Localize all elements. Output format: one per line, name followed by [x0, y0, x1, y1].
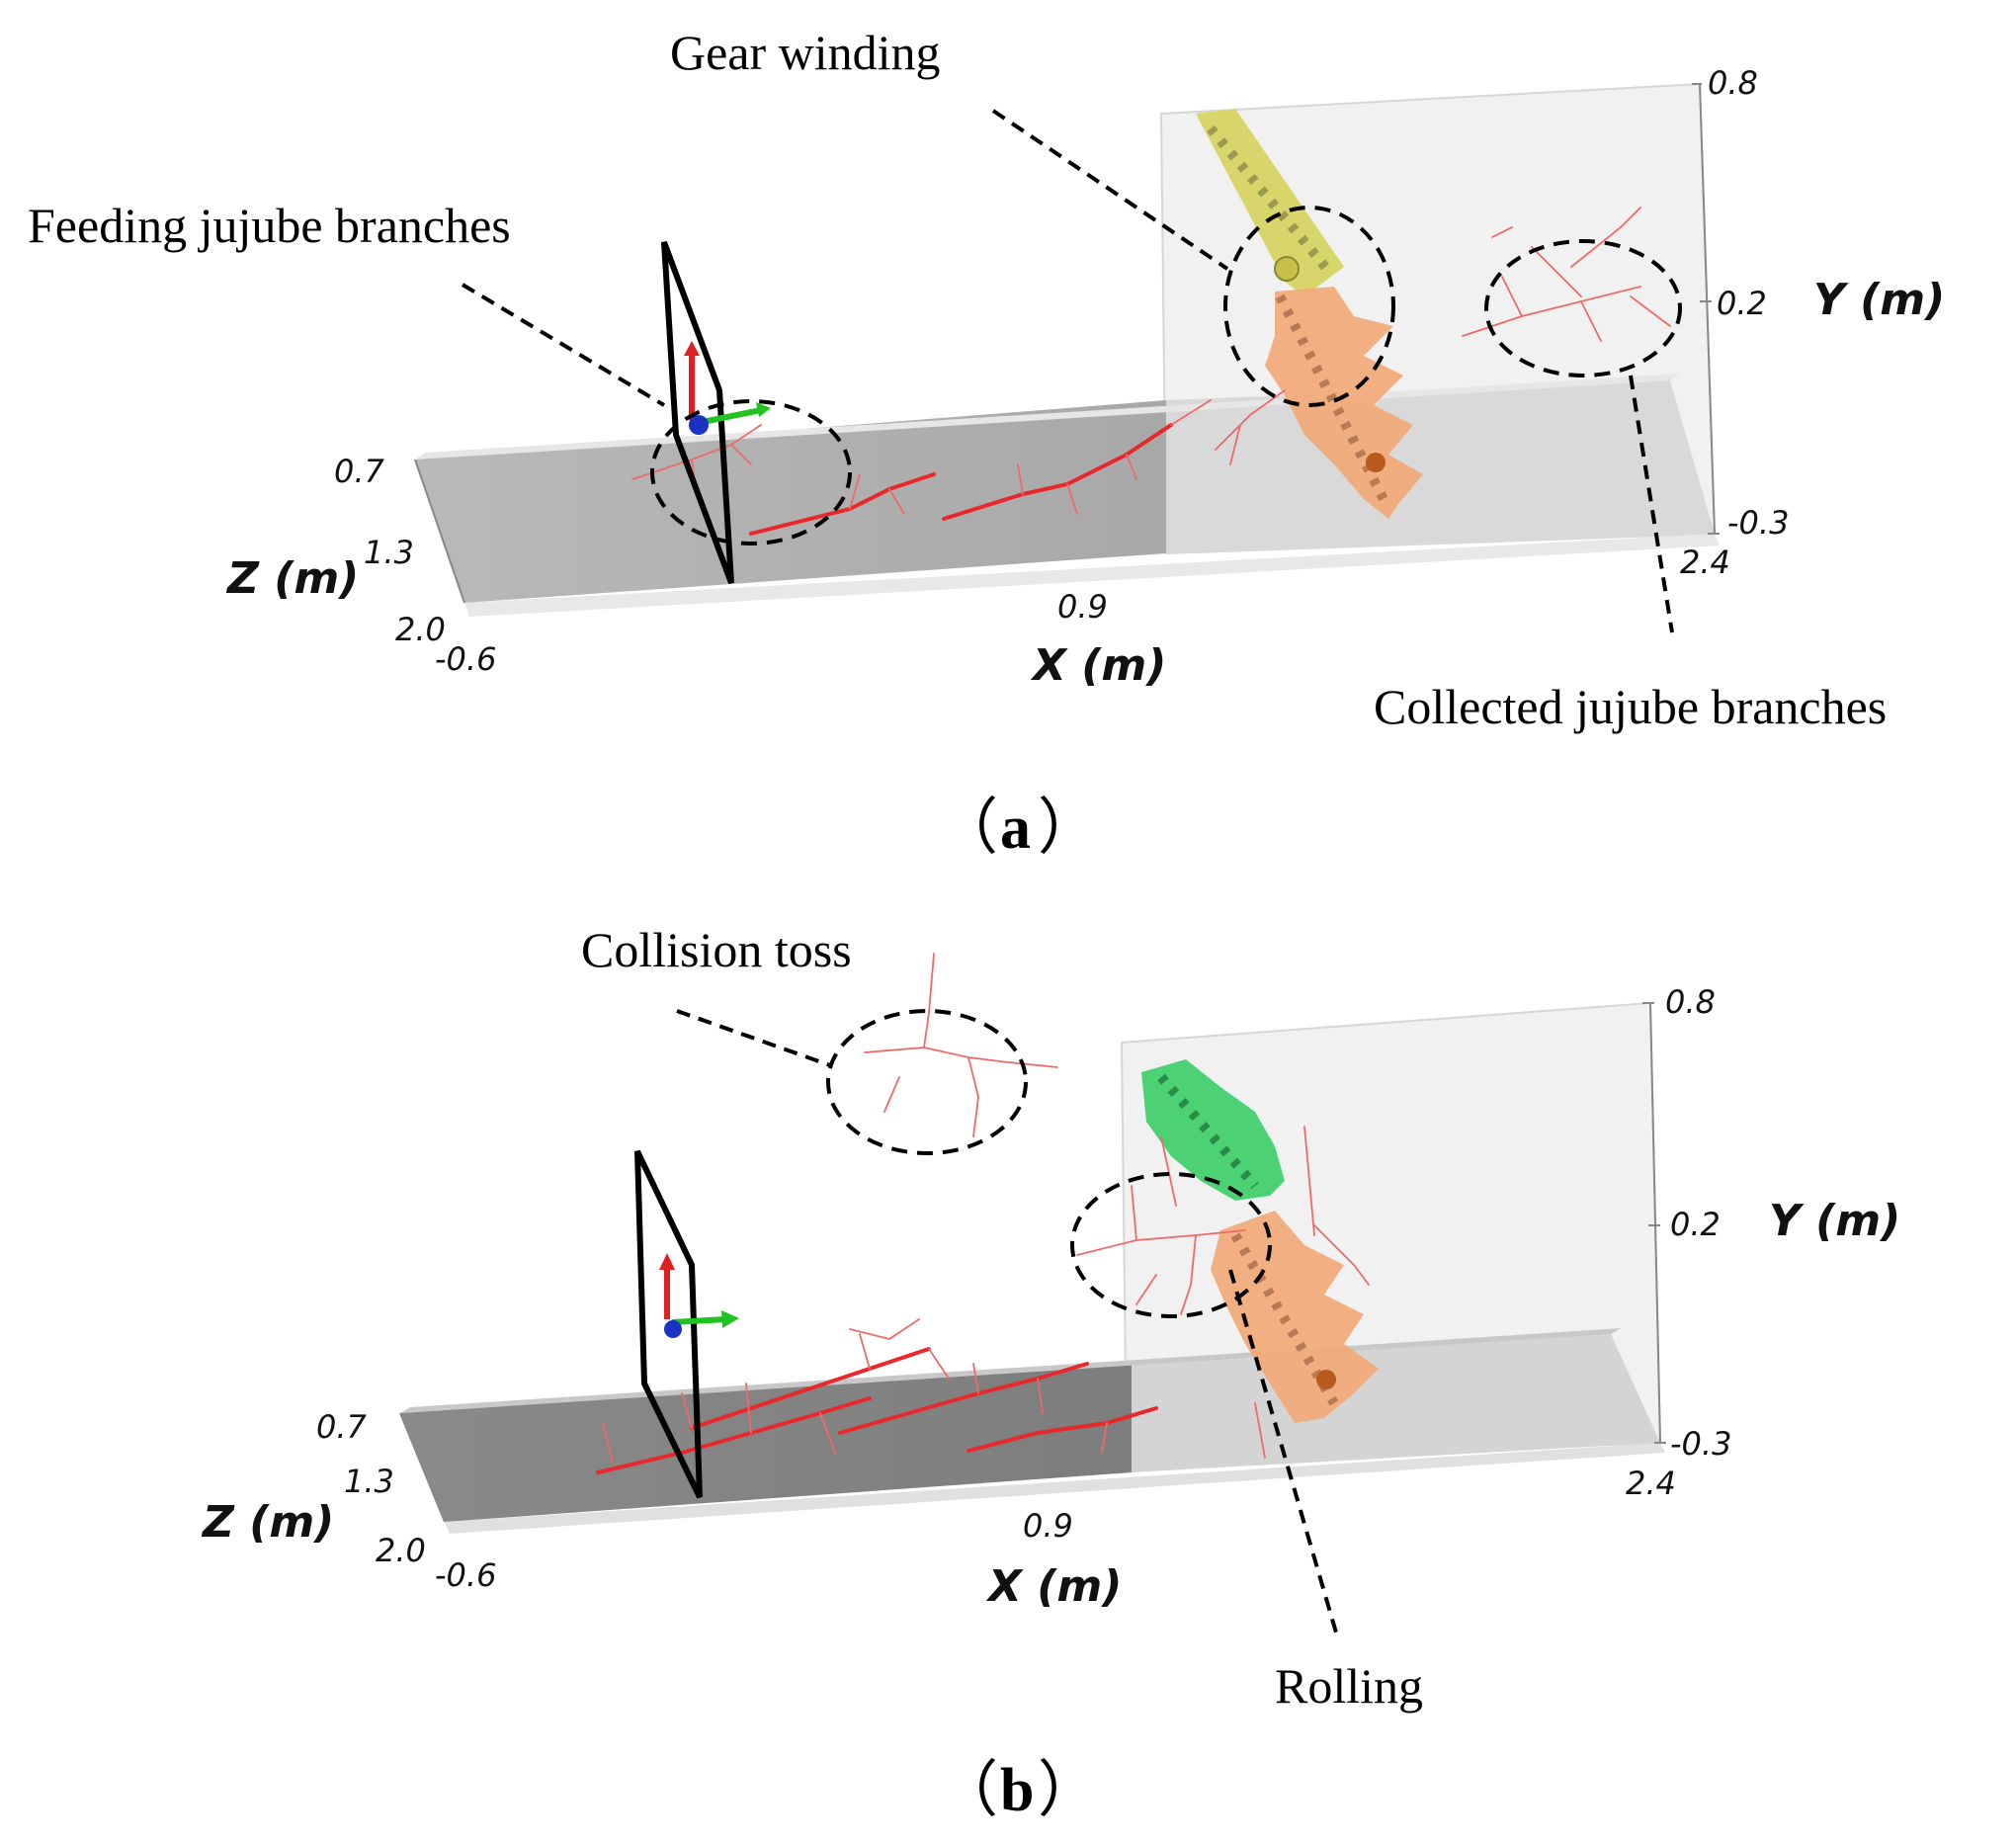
feeding-leader-a [461, 283, 666, 407]
branches-b [596, 953, 1370, 1474]
gear-winding-circle-a [1223, 206, 1395, 407]
x-tick-mid-a: 0.9 [1057, 588, 1108, 626]
y-axis-label-b: Y (m) [1769, 1196, 1900, 1246]
y-tick-bottom-b: -0.3 [1670, 1425, 1731, 1463]
collected-circle-a [1484, 239, 1682, 377]
caption-a: （ a ） [937, 795, 1099, 862]
y-axis-b: 0.8 0.2 -0.3 Y (m) [1642, 983, 1900, 1463]
z-axis-label-b: Z (m) [201, 1497, 334, 1548]
x-tick-right-a: 2.4 [1680, 544, 1730, 581]
feeding-gate-a [661, 240, 771, 585]
y-axis-label-a: Y (m) [1813, 275, 1945, 325]
svg-text:（: （ [937, 1757, 998, 1824]
roller-lower-b [1211, 1211, 1379, 1423]
z-tick-bottom-b: 2.0 [376, 1532, 426, 1569]
roller-lower-a [1265, 287, 1423, 519]
caption-letter-b: b [1000, 1757, 1034, 1824]
y-tick-mid-b: 0.2 [1670, 1206, 1721, 1243]
caption-letter-a: a [1000, 795, 1031, 862]
svg-text:）: ） [1038, 1757, 1099, 1824]
svg-text:）: ） [1038, 795, 1099, 862]
x-tick-left-b: -0.6 [435, 1556, 496, 1594]
z-tick-mid-b: 1.3 [344, 1463, 394, 1500]
floor-a [415, 374, 1720, 617]
x-axis-label-b: X (m) [985, 1561, 1122, 1612]
rolling-circle-b [1070, 1172, 1272, 1318]
x-axis-a: -0.6 0.9 2.4 X (m) [435, 544, 1730, 691]
branches-a [631, 207, 1671, 536]
collected-label: Collected jujube branches [1374, 679, 1887, 734]
collected-leader-a [1629, 375, 1674, 633]
rolling-label: Rolling [1275, 1658, 1423, 1714]
z-axis-a: 0.7 1.3 2.0 Z (m) [225, 453, 465, 648]
collision-circle-b [826, 1009, 1028, 1155]
roller-upper-a [1196, 109, 1344, 296]
y-tick-mid-a: 0.2 [1717, 285, 1767, 322]
feeding-label: Feeding jujube branches [28, 198, 511, 253]
y-tick-top-b: 0.8 [1665, 983, 1716, 1021]
y-axis-a: 0.8 0.2 -0.3 Y (m) [1692, 64, 1945, 542]
x-tick-left-a: -0.6 [435, 640, 496, 678]
panel-b: 0.8 0.2 -0.3 Y (m) 0.7 1.3 2.0 Z (m) -0.… [201, 922, 1900, 1824]
x-axis-b: -0.6 0.9 2.4 X (m) [435, 1465, 1676, 1612]
floor-b [400, 1328, 1665, 1534]
collision-leader-b [676, 1009, 831, 1067]
rolling-leader-b [1228, 1269, 1338, 1634]
feeding-gate-b [634, 1149, 739, 1499]
x-axis-label-a: X (m) [1030, 640, 1166, 691]
gear-winding-label: Gear winding [670, 25, 941, 80]
collision-label: Collision toss [581, 922, 852, 977]
y-tick-top-a: 0.8 [1708, 64, 1758, 102]
x-tick-right-b: 2.4 [1626, 1465, 1676, 1502]
roller-upper-b [1141, 1059, 1285, 1201]
z-tick-mid-a: 1.3 [364, 534, 414, 571]
feeding-circle-a [650, 399, 852, 545]
y-tick-bottom-a: -0.3 [1727, 504, 1789, 542]
z-tick-top-b: 0.7 [316, 1408, 368, 1446]
z-tick-top-a: 0.7 [334, 453, 385, 490]
z-tick-bottom-a: 2.0 [395, 611, 446, 648]
svg-text:（: （ [937, 795, 998, 862]
z-axis-b: 0.7 1.3 2.0 Z (m) [201, 1408, 446, 1569]
z-axis-label-a: Z (m) [225, 553, 359, 604]
panel-a: 0.8 0.2 -0.3 Y (m) 0.7 1.3 2.0 Z (m) -0.… [28, 25, 1945, 862]
caption-b: （ b ） [937, 1757, 1099, 1824]
x-tick-mid-b: 0.9 [1023, 1507, 1073, 1545]
gear-winding-leader-a [991, 109, 1229, 271]
